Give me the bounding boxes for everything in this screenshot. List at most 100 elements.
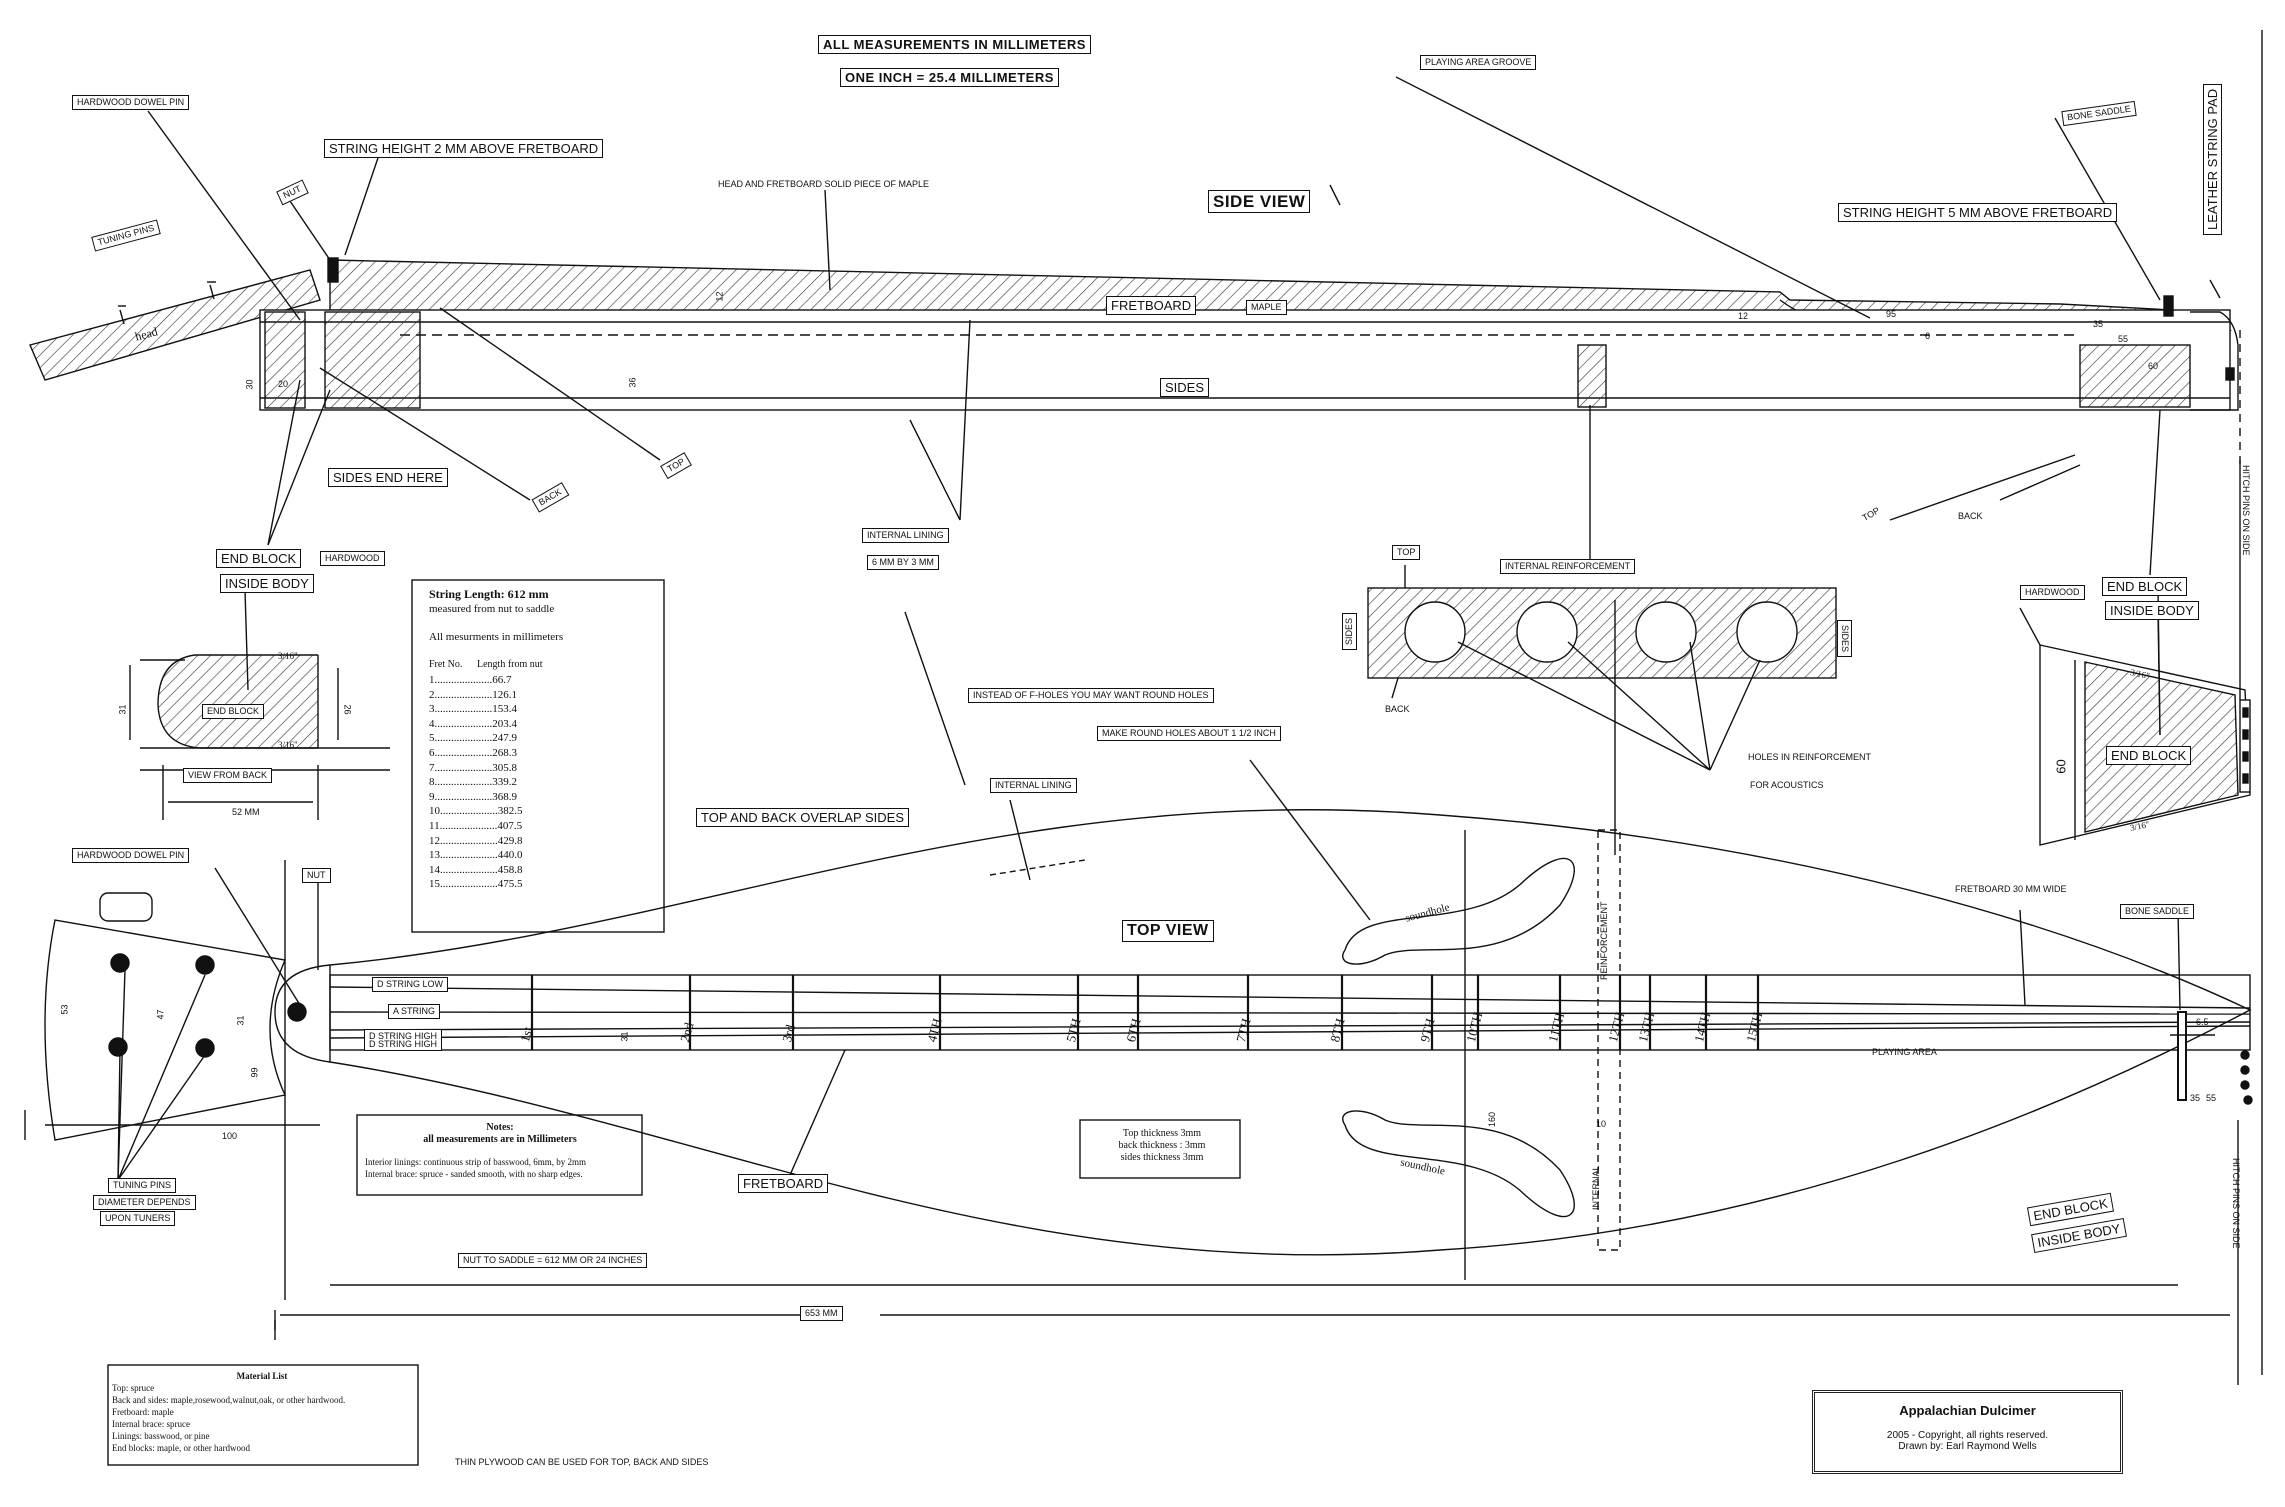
fret-label: 1st: [517, 1025, 536, 1044]
string-table-note: All mesurments in millimeters: [429, 631, 564, 643]
string-height-saddle-label: STRING HEIGHT 5 MM ABOVE FRETBOARD: [1838, 203, 2118, 222]
make-round-holes-note: MAKE ROUND HOLES ABOUT 1 1/2 INCH: [1097, 726, 1281, 741]
string-table-border: [411, 579, 665, 933]
hardwood-dowel-pin-label: HARDWOOD DOWEL PIN: [72, 95, 190, 110]
dim-160: 160: [1487, 1111, 1498, 1128]
dim-47: 47: [155, 1009, 166, 1020]
material-line-2: Fretboard: maple: [112, 1407, 174, 1417]
fret-table-row: 14.....................458.8: [429, 863, 629, 878]
fret-number: 3: [429, 703, 435, 716]
fret-length: 458.8: [497, 863, 523, 876]
dim-35: 35: [2093, 319, 2104, 329]
fret-table-row: 5.....................247.9: [429, 731, 629, 746]
internal-label-v: INTERNAL: [1591, 1165, 1601, 1210]
top-back-overlap-label: TOP AND BACK OVERLAP SIDES: [696, 808, 910, 827]
dim-12b: 12: [1738, 311, 1749, 321]
soundhole-lower: [1342, 1110, 1575, 1217]
fret-lines: [530, 975, 1760, 1050]
drawn-by-line: Drawn by: Earl Raymond Wells: [1898, 1441, 2037, 1452]
fretboard-label-top: FRETBOARD: [738, 1174, 829, 1193]
fret-length: 66.7: [492, 674, 512, 686]
a-string-label: A STRING: [388, 1004, 441, 1019]
lining-size-label: 6 MM BY 3 MM: [867, 555, 939, 570]
d-string-high-label: D STRING HIGH D STRING HIGH: [364, 1029, 443, 1051]
dim-35-top: 35: [2190, 1093, 2201, 1103]
material-list: Material List Top: spruce Back and sides…: [112, 1370, 412, 1454]
fretboard-label-side: FRETBOARD: [1106, 296, 1197, 315]
end-block-head: [264, 311, 306, 409]
view-from-back-label: VIEW FROM BACK: [183, 768, 273, 783]
notes-panel: Notes: all measurements are in Millimete…: [365, 1122, 635, 1180]
headstock-side: [29, 269, 321, 381]
nut-label-top: NUT: [302, 868, 331, 883]
thickness-sides: sides thickness 3mm: [1120, 1152, 1204, 1163]
fret-table-row: 8.....................339.2: [429, 775, 629, 790]
fret-number: 1: [429, 674, 435, 686]
string-table-subtitle: measured from nut to saddle: [429, 603, 555, 615]
side-view-title: SIDE VIEW: [1208, 190, 1311, 213]
notes-title: Notes:: [486, 1122, 514, 1133]
thickness-top: Top thickness 3mm: [1122, 1128, 1202, 1139]
internal-lining-label-top: INTERNAL LINING: [990, 778, 1077, 793]
back-label-side-right: BACK: [1958, 511, 1983, 521]
fret-leader-dots: .....................: [434, 688, 493, 701]
dim-55-top: 55: [2206, 1093, 2217, 1103]
material-border: [107, 1364, 419, 1466]
material-line-3: Internal brace: spruce: [112, 1419, 190, 1429]
fret-length: 475.5: [497, 878, 523, 891]
fret-number: 4: [429, 717, 435, 730]
fret-table-row: 13.....................440.0: [429, 848, 629, 863]
fret-leader-dots: .....................: [434, 717, 493, 730]
fret-leader-dots: .....................: [439, 819, 498, 832]
fret-leader-dots: .....................: [434, 732, 493, 745]
material-line-1: Back and sides: maple,rosewood,walnut,oa…: [112, 1395, 346, 1405]
fret-number: 2: [429, 688, 435, 701]
reinforcement-sides-left: SIDES: [1342, 612, 1357, 650]
dim-6-5: 6.5: [2196, 1017, 2209, 1027]
fret-leader-dots: .....................: [434, 761, 493, 774]
leather-string-pad-label: LEATHER STRING PAD: [2203, 83, 2222, 235]
end-block-dim-bottom: 3/16": [278, 740, 298, 750]
dim-30: 30: [244, 379, 255, 390]
notes-line2: Internal brace: spruce - sanded smooth, …: [365, 1169, 583, 1179]
fret-leader-dots: .....................: [440, 878, 498, 891]
right-end-block-detail: [2019, 460, 2251, 846]
fret-number: 8: [429, 776, 435, 789]
copyright-line: 2005 - Copyright, all rights reserved.: [1886, 1430, 2049, 1441]
fret-table-row: 9.....................368.9: [429, 790, 629, 805]
fret-leader-dots: .....................: [434, 776, 493, 789]
notes-line1: Interior linings: continuous strip of ba…: [365, 1157, 586, 1167]
end-block-detail-right: END BLOCK: [2106, 746, 2192, 765]
internal-reinforcement-label: INTERNAL REINFORCEMENT: [1500, 559, 1636, 574]
hardwood-label-right: HARDWOOD: [2020, 585, 2085, 600]
end-block-dim-26: 26: [342, 704, 353, 715]
inside-body-label-left: INSIDE BODY: [220, 574, 314, 593]
string-table-col1: Fret No.: [429, 659, 463, 670]
string-length-table: String Length: 612 mm measured from nut …: [413, 581, 663, 931]
string-table-title: String Length: 612 mm: [429, 587, 549, 601]
fret-length: 368.9: [492, 790, 517, 803]
d-string-low-label: D STRING LOW: [372, 977, 449, 992]
string-height-nut-label: STRING HEIGHT 2 MM ABOVE FRETBOARD: [324, 139, 604, 158]
material-line-0: Top: spruce: [112, 1383, 155, 1393]
fret-length: 407.5: [497, 819, 523, 832]
fret-number: 12: [429, 834, 440, 847]
d-string-high-1: D STRING HIGH: [369, 1031, 438, 1041]
end-block-dim-52: 52 MM: [232, 807, 260, 817]
fret-rows: 1..................... 66.7 2.............…: [429, 673, 629, 892]
dim-31b-top: 31: [619, 1031, 630, 1042]
fret-length: 203.4: [492, 717, 517, 730]
dim-6: 6: [1925, 331, 1931, 341]
dim-55: 55: [2118, 334, 2129, 344]
internal-lining-label-side: INTERNAL LINING: [862, 528, 949, 543]
plywood-note: THIN PLYWOOD CAN BE USED FOR TOP, BACK A…: [455, 1457, 709, 1467]
holes-in-reinforcement-label: HOLES IN REINFORCEMENT: [1748, 752, 1872, 762]
fret-leader-dots: .....................: [440, 863, 498, 876]
fret-number: 15: [429, 878, 440, 891]
fret-table-row: 11.....................407.5: [429, 819, 629, 834]
sides-label: SIDES: [1160, 378, 1210, 397]
fret-leader-dots: .....................: [440, 834, 498, 847]
reinforcement-sides-right: SIDES: [1837, 620, 1852, 658]
fret-length: 440.0: [497, 849, 523, 862]
